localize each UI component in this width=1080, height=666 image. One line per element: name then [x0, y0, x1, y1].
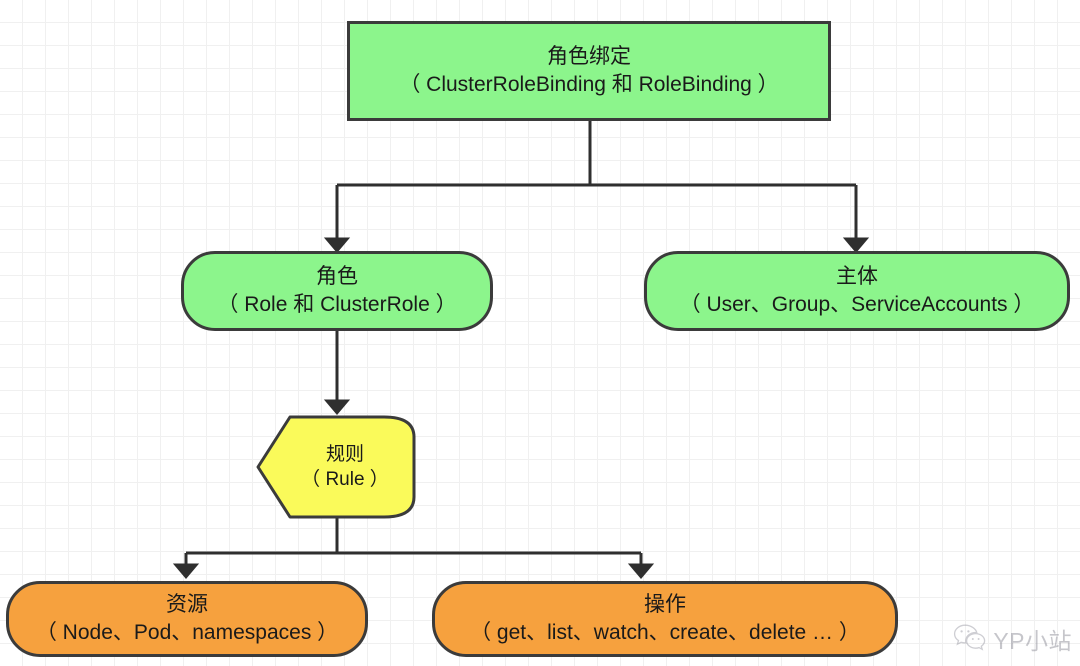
node-verb-line2: （ get、list、watch、create、delete … ） — [470, 621, 860, 644]
node-subject[interactable]: 主体 （ User、Group、ServiceAccounts ） — [644, 251, 1070, 331]
node-subject-line1: 主体 — [836, 264, 878, 288]
watermark: YP小站 — [953, 622, 1072, 656]
node-resource-line1: 资源 — [166, 592, 208, 616]
node-rule-shape — [256, 415, 416, 519]
node-resource[interactable]: 资源 （ Node、Pod、namespaces ） — [6, 581, 368, 657]
node-subject-line2: （ User、Group、ServiceAccounts ） — [679, 293, 1035, 316]
node-role[interactable]: 角色 （ Role 和 ClusterRole ） — [181, 251, 493, 331]
node-resource-line2: （ Node、Pod、namespaces ） — [35, 621, 339, 644]
node-verb[interactable]: 操作 （ get、list、watch、create、delete … ） — [432, 581, 898, 657]
wechat-icon — [953, 623, 987, 656]
node-role-line1: 角色 — [316, 264, 358, 288]
node-role-binding-line1: 角色绑定 — [547, 44, 631, 68]
node-rule-label: 规则 （ Rule ） — [283, 442, 389, 493]
node-rule-line2: （ Rule ） — [301, 469, 389, 490]
node-role-line2: （ Role 和 ClusterRole ） — [217, 293, 457, 316]
node-rule-line1: 规则 — [325, 443, 364, 465]
node-rule[interactable]: 规则 （ Rule ） — [256, 415, 416, 519]
watermark-text: YP小站 — [993, 628, 1072, 654]
node-verb-line1: 操作 — [644, 592, 686, 616]
node-role-binding-line2: （ ClusterRoleBinding 和 RoleBinding ） — [399, 73, 779, 96]
node-role-binding[interactable]: 角色绑定 （ ClusterRoleBinding 和 RoleBinding … — [347, 21, 831, 121]
